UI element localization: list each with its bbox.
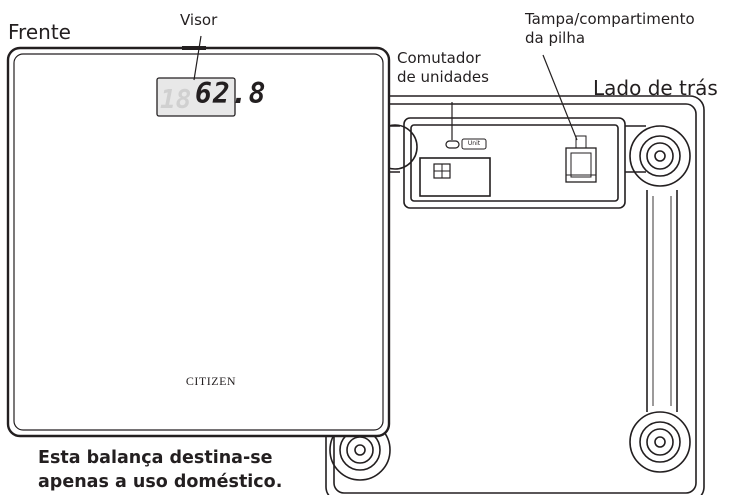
battery-cover-label-line2: da pilha	[525, 29, 586, 47]
unit-switch[interactable]	[445, 140, 460, 149]
brand-logo: CITIZEN	[185, 374, 237, 388]
front-side-scale: 18	[6, 46, 391, 438]
display-reading: 62.8	[195, 77, 267, 110]
label-plate	[419, 157, 491, 197]
unit-switch-label-line2: de unidades	[397, 68, 489, 86]
usage-note: Esta balança destina-se apenas a uso dom…	[38, 446, 282, 494]
electronics-housing	[403, 117, 626, 209]
svg-text:18: 18	[160, 85, 191, 115]
foot-top-right	[629, 125, 691, 187]
battery-cover-tab	[575, 135, 587, 149]
leader-battery	[542, 54, 578, 141]
back-side-label: Lado de trás	[593, 76, 718, 100]
unit-switch-label-line1: Comutador	[397, 49, 481, 67]
usage-note-line2: apenas a uso doméstico.	[38, 472, 283, 492]
display-window	[156, 77, 236, 117]
leader-display	[193, 35, 202, 81]
electronics-housing-inner	[410, 124, 619, 202]
front-top-notch	[182, 46, 206, 50]
unit-button-text: Unit	[467, 140, 481, 147]
battery-cover-label-line1: Tampa/compartimento	[525, 10, 695, 28]
back-side-scale	[325, 95, 705, 495]
usage-note-line1: Esta balança destina-se	[38, 448, 273, 468]
unit-button-tag	[461, 138, 487, 150]
front-label: Frente	[8, 20, 71, 44]
foot-bottom-right	[629, 411, 691, 473]
leader-lines	[193, 35, 578, 141]
display-label: Visor	[180, 11, 218, 29]
